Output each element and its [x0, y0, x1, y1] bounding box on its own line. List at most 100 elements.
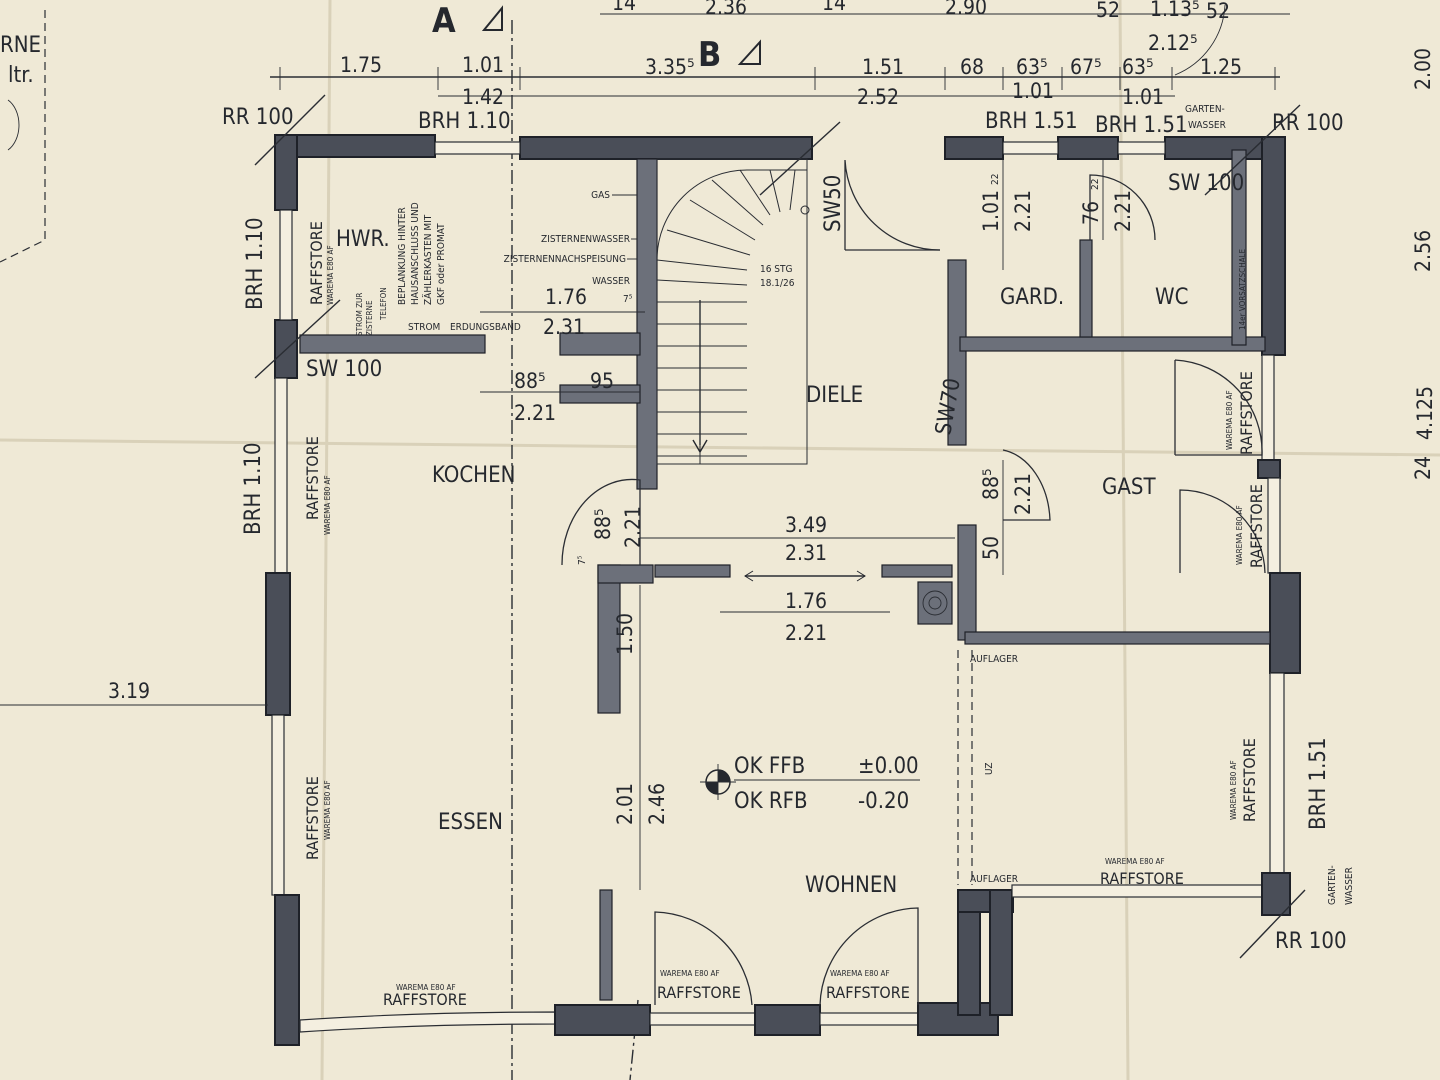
- hwr-note-1: BEPLANKUNG HINTER: [397, 207, 408, 305]
- dim-142: 1.42: [462, 85, 504, 109]
- dim-top-290: 2.90: [945, 0, 987, 19]
- raffstore-label-6: RAFFSTORE: [826, 983, 910, 1002]
- raffstore-label-9: RAFFSTORE: [1247, 484, 1266, 568]
- ok-rfb-value: -0.20: [858, 789, 909, 814]
- level-marker-icon: [700, 764, 736, 800]
- dim-151: 1.51: [862, 55, 904, 79]
- raffstore-brand-2: WAREMA E80 AF: [323, 475, 332, 535]
- dim-101b: 1.01: [1012, 79, 1054, 103]
- dim-635b: 63⁵: [1122, 55, 1154, 79]
- auflager-1: AUFLAGER: [970, 654, 1018, 665]
- dim-vert-201: 2.01: [613, 783, 637, 825]
- dim-top-113: 1.13⁵: [1150, 0, 1200, 21]
- rr100-top-left: RR 100: [222, 105, 294, 130]
- room-wohnen: WOHNEN: [805, 873, 897, 898]
- dim-hwr-176: 1.76: [545, 285, 587, 309]
- dim-hwr-75: 7⁵: [623, 294, 633, 305]
- raffstore-labels: WAREMA E80 AF RAFFSTORE WAREMA E80 AF RA…: [303, 221, 1266, 1009]
- dim-gast-885: 88⁵: [979, 468, 1003, 500]
- garten-wasser-right-1: GARTEN-: [1327, 865, 1338, 905]
- dim-125: 1.25: [1200, 55, 1242, 79]
- raffstore-brand-9: WAREMA E80 AF: [1235, 505, 1244, 565]
- dim-wc-22: 22: [1090, 179, 1101, 190]
- dim-vert-150: 1.50: [613, 613, 637, 655]
- dim-gard-22: 22: [990, 174, 1001, 185]
- sw100-top: SW 100: [1168, 171, 1244, 196]
- garten-wasser-top-2: WASSER: [1188, 120, 1226, 131]
- walls: [265, 134, 1301, 1046]
- hwr-note-3: ZÄHLERKASTEN MIT: [421, 214, 434, 305]
- room-essen: ESSEN: [438, 810, 503, 835]
- dim-top-52a: 52: [1096, 0, 1120, 22]
- brh-top-right: BRH 1.51: [1095, 113, 1188, 138]
- dim-wc-221: 2.21: [1111, 190, 1135, 232]
- ok-ffb-label: OK FFB: [734, 754, 805, 779]
- garten-wasser-right-2: WASSER: [1344, 867, 1355, 905]
- brh-left-1: BRH 1.10: [243, 217, 268, 310]
- annotations: RR 100 RR 100 RR 100 BRH 1.10 BRH 1.51 B…: [222, 94, 1355, 959]
- corner-label-1: RNE: [0, 33, 41, 58]
- dim-hwr-95: 95: [590, 369, 614, 393]
- dim-wc-76: 76: [1079, 201, 1103, 225]
- garten-wasser-top-1: GARTEN-: [1185, 104, 1225, 115]
- dim-vert-246: 2.46: [645, 783, 669, 825]
- raffstore-label-8: RAFFSTORE: [1237, 371, 1256, 455]
- dim-gast-50: 50: [979, 536, 1003, 560]
- dim-kd-75: 7⁵: [577, 555, 588, 565]
- dim-hwr-221: 2.21: [514, 401, 556, 425]
- vorsatzschale-label: 14er VORSATZSCHALE: [1238, 248, 1247, 330]
- dim-top-2125: 2.12⁵: [1148, 31, 1198, 55]
- section-b-arrow-icon: [737, 39, 761, 65]
- raffstore-brand-1: WAREMA E80 AF: [326, 245, 335, 305]
- brh-right: BRH 1.51: [1306, 737, 1331, 830]
- room-hwr: HWR.: [336, 227, 390, 252]
- dim-675: 67⁵: [1070, 55, 1102, 79]
- raffstore-label-2: RAFFSTORE: [303, 436, 322, 520]
- dashed-lines: [957, 650, 973, 885]
- room-wc: WC: [1155, 285, 1188, 310]
- hwr-item-telefon: TELEFON: [379, 287, 388, 321]
- dim-kd-885: 88⁵: [591, 508, 615, 540]
- hwr-item-strom-zur: STROM ZUR: [355, 293, 364, 336]
- dim-top-14b: 14: [822, 0, 846, 15]
- rr100-top-right: RR 100: [1272, 111, 1344, 136]
- raffstore-brand-3: WAREMA E80 AF: [323, 780, 332, 840]
- ok-rfb-label: OK RFB: [734, 789, 808, 814]
- room-kochen: KOCHEN: [432, 463, 515, 488]
- staircase: 16 STG 18.1/26: [656, 158, 810, 465]
- utility-wasser: WASSER: [592, 276, 630, 287]
- dim-left-319: 3.19: [108, 679, 150, 703]
- dim-68: 68: [960, 55, 984, 79]
- dim-101c: 1.01: [1122, 85, 1164, 109]
- edge-dim-4125: 4.125: [1413, 386, 1437, 440]
- section-b-label: B: [698, 35, 721, 75]
- hwr-notes: BEPLANKUNG HINTER HAUSANSCHLUSS UND ZÄHL…: [355, 202, 521, 336]
- raffstore-label-5: RAFFSTORE: [657, 983, 741, 1002]
- dim-hwr-231: 2.31: [543, 315, 585, 339]
- auflager-2: AUFLAGER: [970, 874, 1018, 885]
- edge-dim-256: 2.56: [1411, 230, 1435, 272]
- dim-635a: 63⁵: [1016, 55, 1048, 79]
- dim-mid-231: 2.31: [785, 541, 827, 565]
- room-gard: GARD.: [1000, 285, 1064, 310]
- utility-zisternenwasser: ZISTERNENWASSER: [541, 234, 630, 245]
- dim-252: 2.52: [857, 85, 899, 109]
- dim-gast-221: 2.21: [1011, 473, 1035, 515]
- utility-zisternennachspeisung: ZISTERNENNACHSPEISUNG: [504, 254, 626, 265]
- hwr-item-erdungsband: ERDUNGSBAND: [450, 322, 521, 333]
- room-diele: DIELE: [806, 383, 863, 408]
- stair-count-label: 16 STG: [760, 264, 793, 275]
- raffstore-brand-4: WAREMA E80 AF: [396, 983, 456, 992]
- hwr-note-4: GKF oder PROMAT: [436, 223, 447, 305]
- dim-gard-221: 2.21: [1011, 190, 1035, 232]
- hwr-item-strom: STROM: [408, 322, 440, 333]
- dim-top-236: 2.36: [705, 0, 747, 19]
- corner-label-2: ltr.: [8, 63, 34, 88]
- hwr-item-zisterne: ZISTERNE: [365, 300, 374, 336]
- edge-dim-24: 24: [1411, 456, 1435, 480]
- utility-labels: GAS ZISTERNENWASSER ZISTERNENNACHSPEISUN…: [504, 190, 637, 287]
- raffstore-label-3: RAFFSTORE: [303, 776, 322, 860]
- raffstore-label-1: RAFFSTORE: [307, 221, 326, 305]
- interior-dimensions: 1.76 7⁵ 2.31 88⁵ 95 2.21 1.01 22 2.21 76…: [0, 160, 1135, 890]
- raffstore-brand-5: WAREMA E80 AF: [660, 969, 720, 978]
